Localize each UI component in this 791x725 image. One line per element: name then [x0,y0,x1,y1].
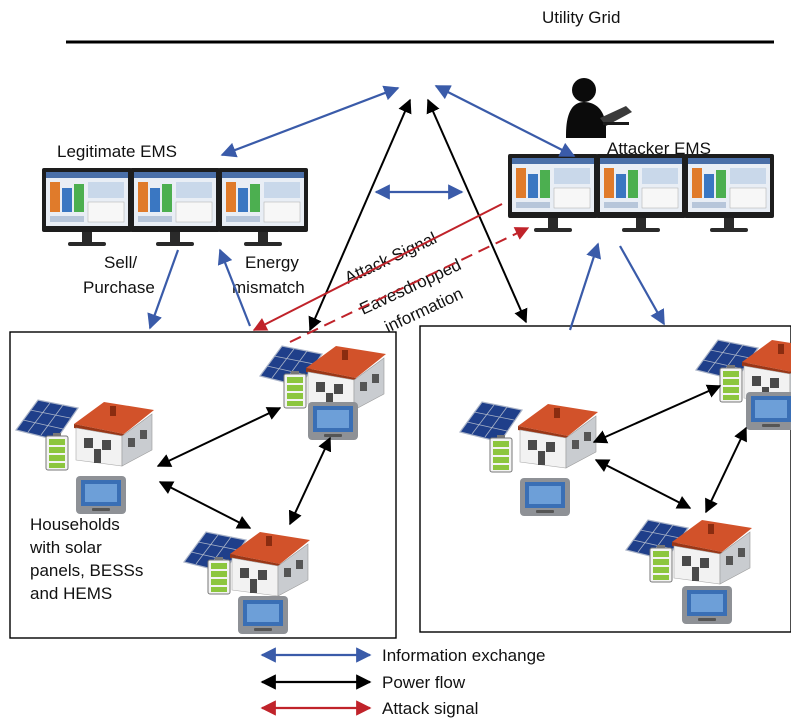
legend-info-label: Information exchange [382,646,546,665]
attack-arrows [252,203,530,343]
household-left-bottom [184,532,310,634]
right-cluster-down-arrow [619,245,665,326]
attack-signal-arrow [252,203,503,331]
grid-right-power-arrow [426,98,528,324]
grid-left-power-arrow [308,98,412,332]
attacker-person-icon [566,78,632,138]
grid-legit-info-arrow [220,85,400,158]
sell-purchase-label-2: Purchase [83,278,155,297]
household-cluster-right-box [419,325,791,633]
legitimate-ems-title: Legitimate EMS [57,142,177,161]
household-left-main [16,400,154,514]
utility-grid-label: Utility Grid [542,8,620,27]
legend-power-label: Power flow [382,673,466,692]
attacker-ems-title: Attacker EMS [607,139,711,158]
household-right-main [460,402,598,516]
energy-mismatch-arrow [217,248,252,327]
power-arrows [156,98,747,529]
attacker-ems-monitors [507,153,775,233]
household-right-bottom [626,520,752,624]
sell-purchase-label: Sell/ [104,253,137,272]
legend-attack-label: Attack signal [382,699,478,718]
sell-purchase-arrow [147,249,180,330]
legitimate-ems-monitors [41,167,309,247]
household-right-top [696,340,791,430]
energy-mismatch-label: Energy [245,253,299,272]
grid-attacker-info-arrow [434,85,576,157]
eavesdropped-arrow [289,227,530,343]
households-caption: Households with solar panels, BESSs and … [29,515,148,603]
household-left-top [260,346,386,440]
household-cluster-left-box [9,331,397,639]
energy-mismatch-label-2: mismatch [232,278,305,297]
legend: Information exchange Power flow Attack s… [260,646,546,718]
right-cluster-up-arrow [568,242,602,331]
